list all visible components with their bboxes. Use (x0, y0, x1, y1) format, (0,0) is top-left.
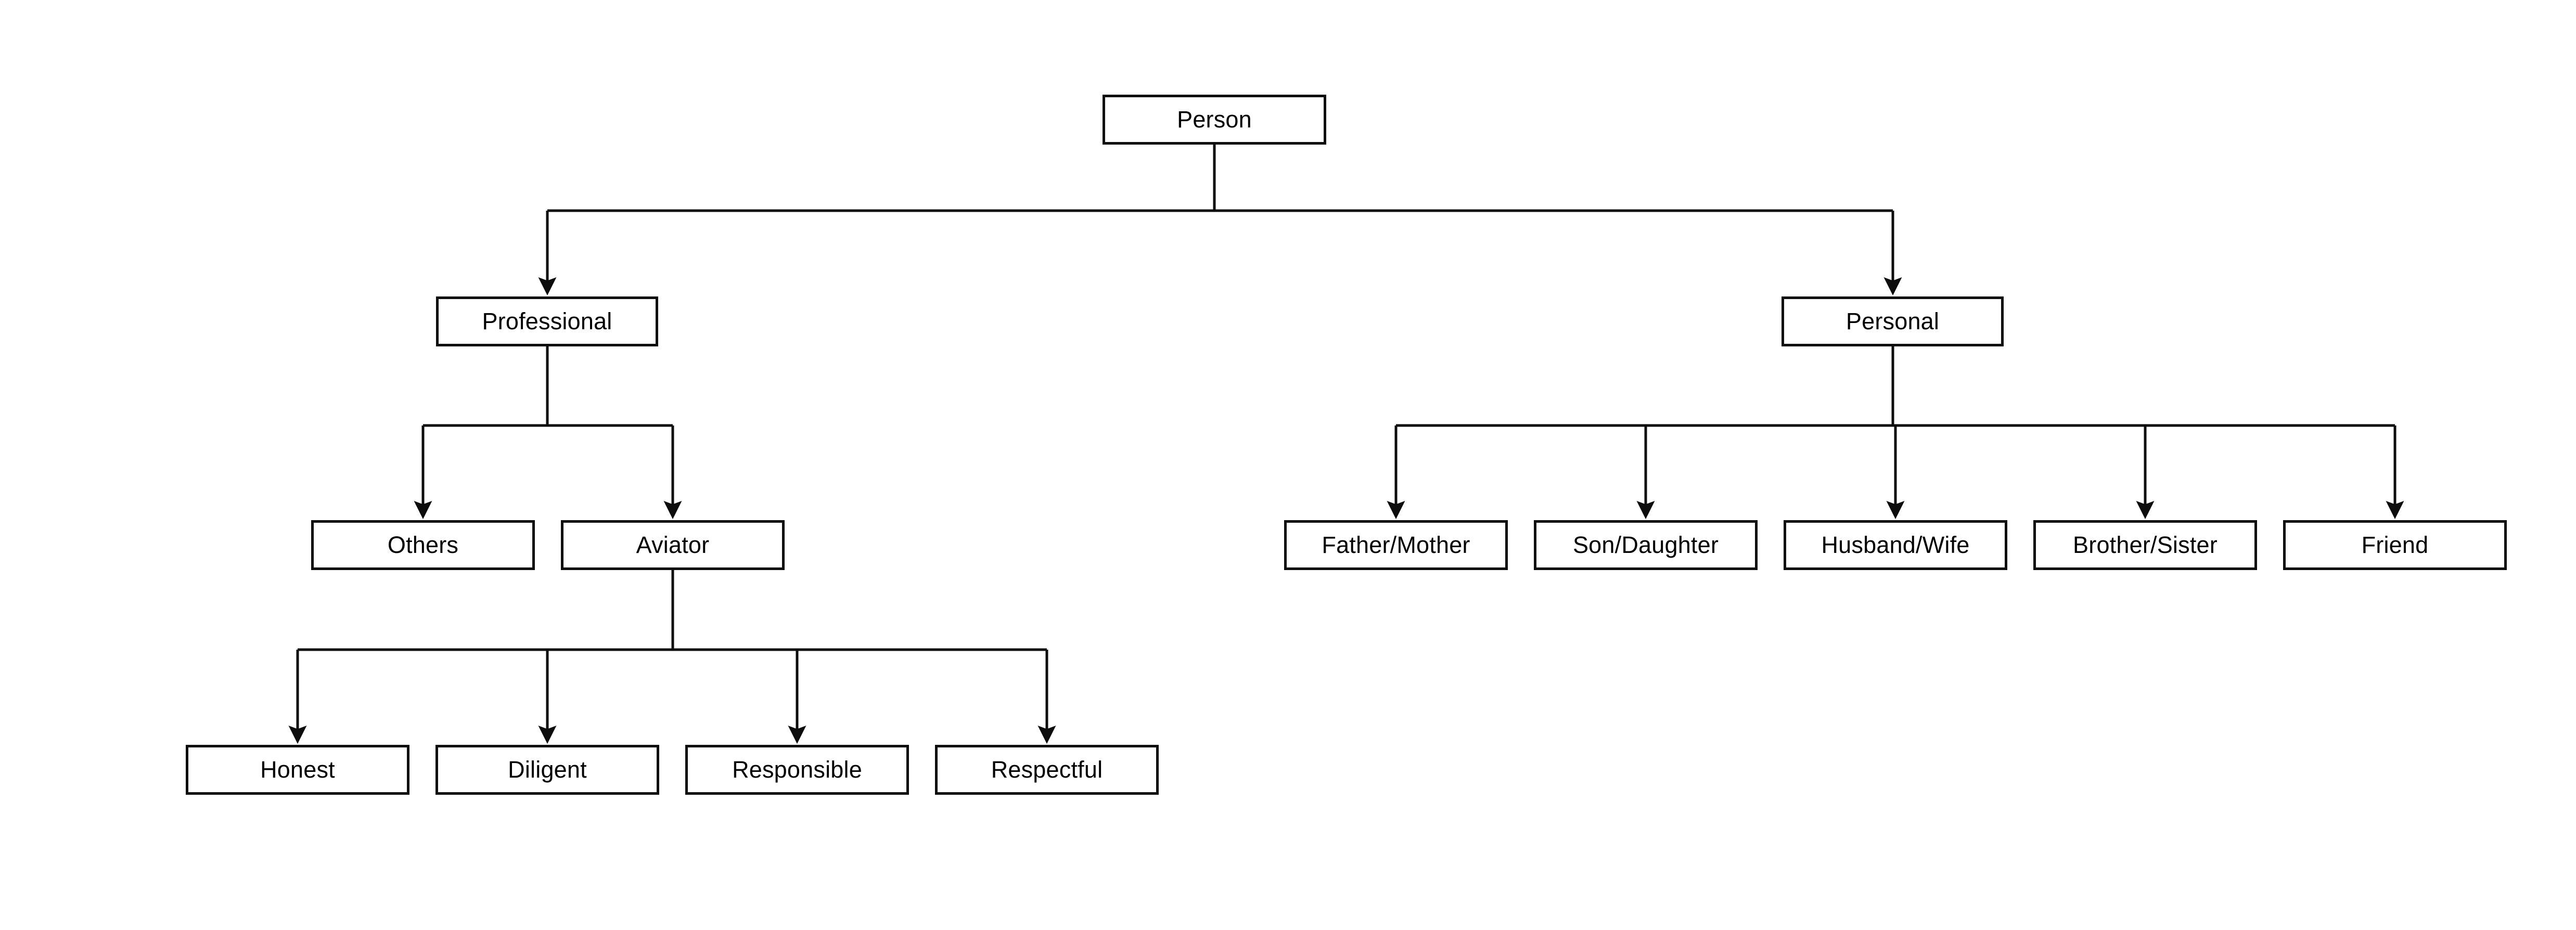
node-label-respectful: Respectful (991, 756, 1103, 783)
node-honest[interactable]: Honest (186, 745, 409, 795)
node-label-personal: Personal (1846, 308, 1940, 335)
node-responsible[interactable]: Responsible (685, 745, 909, 795)
node-diligent[interactable]: Diligent (435, 745, 659, 795)
node-label-others: Others (387, 532, 459, 559)
node-label-son_daughter: Son/Daughter (1572, 532, 1719, 559)
node-father_mother[interactable]: Father/Mother (1284, 520, 1508, 570)
node-label-diligent: Diligent (508, 756, 587, 783)
node-label-professional: Professional (482, 308, 612, 335)
node-label-person: Person (1177, 106, 1252, 133)
node-label-brother_sister: Brother/Sister (2073, 532, 2218, 559)
node-respectful[interactable]: Respectful (935, 745, 1159, 795)
node-son_daughter[interactable]: Son/Daughter (1534, 520, 1758, 570)
node-label-honest: Honest (260, 756, 335, 783)
node-label-father_mother: Father/Mother (1322, 532, 1470, 559)
node-aviator[interactable]: Aviator (561, 520, 785, 570)
node-professional[interactable]: Professional (436, 296, 658, 346)
node-label-friend: Friend (2361, 532, 2429, 559)
node-husband_wife[interactable]: Husband/Wife (1784, 520, 2007, 570)
node-others[interactable]: Others (311, 520, 535, 570)
node-personal[interactable]: Personal (1782, 296, 2004, 346)
node-person[interactable]: Person (1103, 95, 1326, 145)
node-label-husband_wife: Husband/Wife (1821, 532, 1970, 559)
node-friend[interactable]: Friend (2283, 520, 2507, 570)
node-brother_sister[interactable]: Brother/Sister (2033, 520, 2257, 570)
node-label-responsible: Responsible (732, 756, 862, 783)
node-label-aviator: Aviator (636, 532, 710, 559)
